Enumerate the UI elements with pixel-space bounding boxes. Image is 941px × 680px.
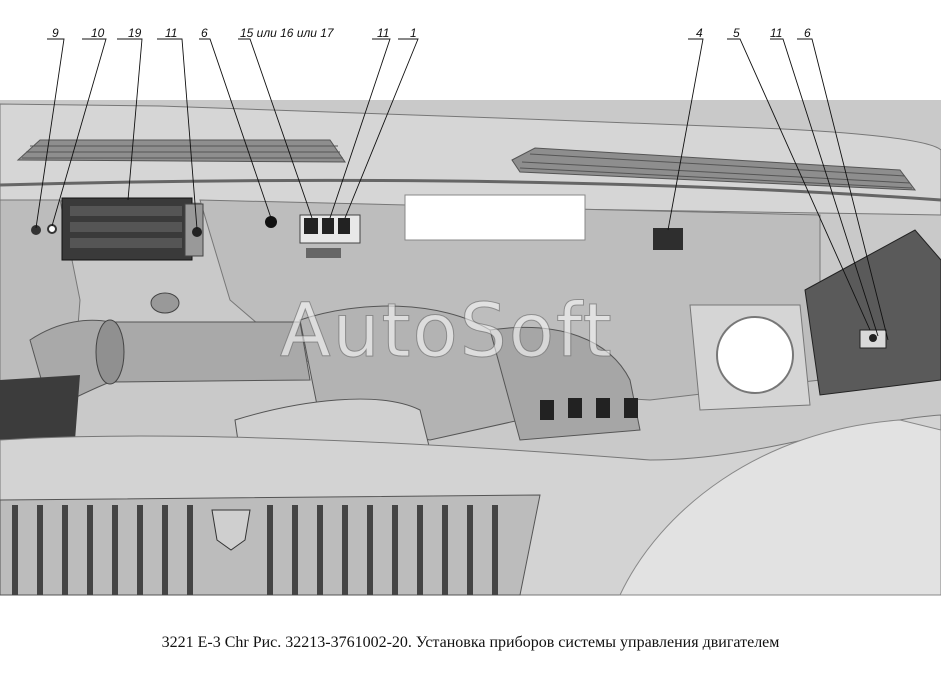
callout-11: 11 bbox=[770, 26, 783, 40]
part-11-left bbox=[192, 227, 202, 237]
radiator-area bbox=[0, 375, 80, 450]
left-air-vent bbox=[16, 139, 346, 163]
figure-caption: 3221 Е-3 Chr Рис. 32213-3761002-20. Уста… bbox=[161, 634, 780, 651]
callout-11: 11 bbox=[165, 26, 178, 40]
cowl-edge bbox=[0, 178, 941, 202]
part-4 bbox=[653, 228, 683, 250]
intake-manifold bbox=[299, 305, 641, 441]
part-6-left bbox=[265, 216, 277, 228]
engine-bay-illustration bbox=[0, 38, 941, 596]
heater-opening bbox=[716, 316, 794, 394]
bulkhead-opening bbox=[404, 194, 586, 241]
ecu-module bbox=[61, 197, 204, 261]
callout-6: 6 bbox=[804, 26, 811, 40]
callout-6: 6 bbox=[201, 26, 208, 40]
radiator-grille bbox=[0, 494, 541, 596]
part-9 bbox=[31, 225, 41, 235]
air-intake-pipe bbox=[29, 292, 311, 411]
relay-block bbox=[299, 214, 361, 258]
right-headlight bbox=[619, 419, 941, 596]
leader-lines bbox=[35, 38, 889, 341]
callout-15-16-17: 15 или 16 или 17 bbox=[240, 26, 334, 40]
callout-19: 19 bbox=[128, 26, 142, 40]
callout-11: 11 bbox=[377, 26, 390, 40]
callout-4: 4 bbox=[696, 26, 703, 40]
watermark: AutoSoft bbox=[280, 288, 614, 375]
part-10 bbox=[47, 224, 57, 234]
callout-9: 9 bbox=[52, 26, 59, 40]
callout-10: 10 bbox=[91, 26, 105, 40]
right-air-vent bbox=[511, 147, 917, 191]
callout-5: 5 bbox=[733, 26, 740, 40]
callout-1: 1 bbox=[410, 26, 417, 40]
right-bracket bbox=[804, 229, 941, 396]
